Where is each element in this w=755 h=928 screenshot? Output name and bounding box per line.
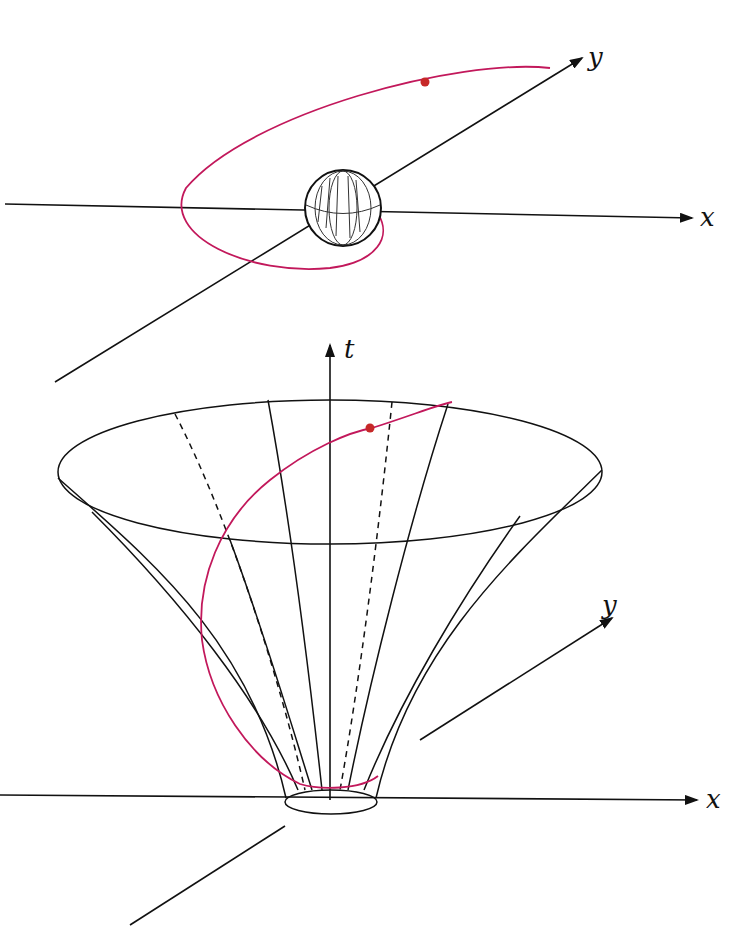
orbit [181,67,550,269]
x-axis [0,795,697,800]
axis-label: y [602,592,617,618]
axis-label: t [344,336,354,362]
event-dot [366,424,375,433]
t-axis [329,345,331,800]
axis-label: x [700,204,715,230]
y-axis [55,58,582,382]
body-dot [421,78,430,87]
axis-label: x [706,786,721,812]
y-axis [130,826,285,925]
planet [305,170,381,246]
axis-label: y [588,44,603,70]
funnel-surface [58,400,602,814]
worldline [201,402,452,788]
